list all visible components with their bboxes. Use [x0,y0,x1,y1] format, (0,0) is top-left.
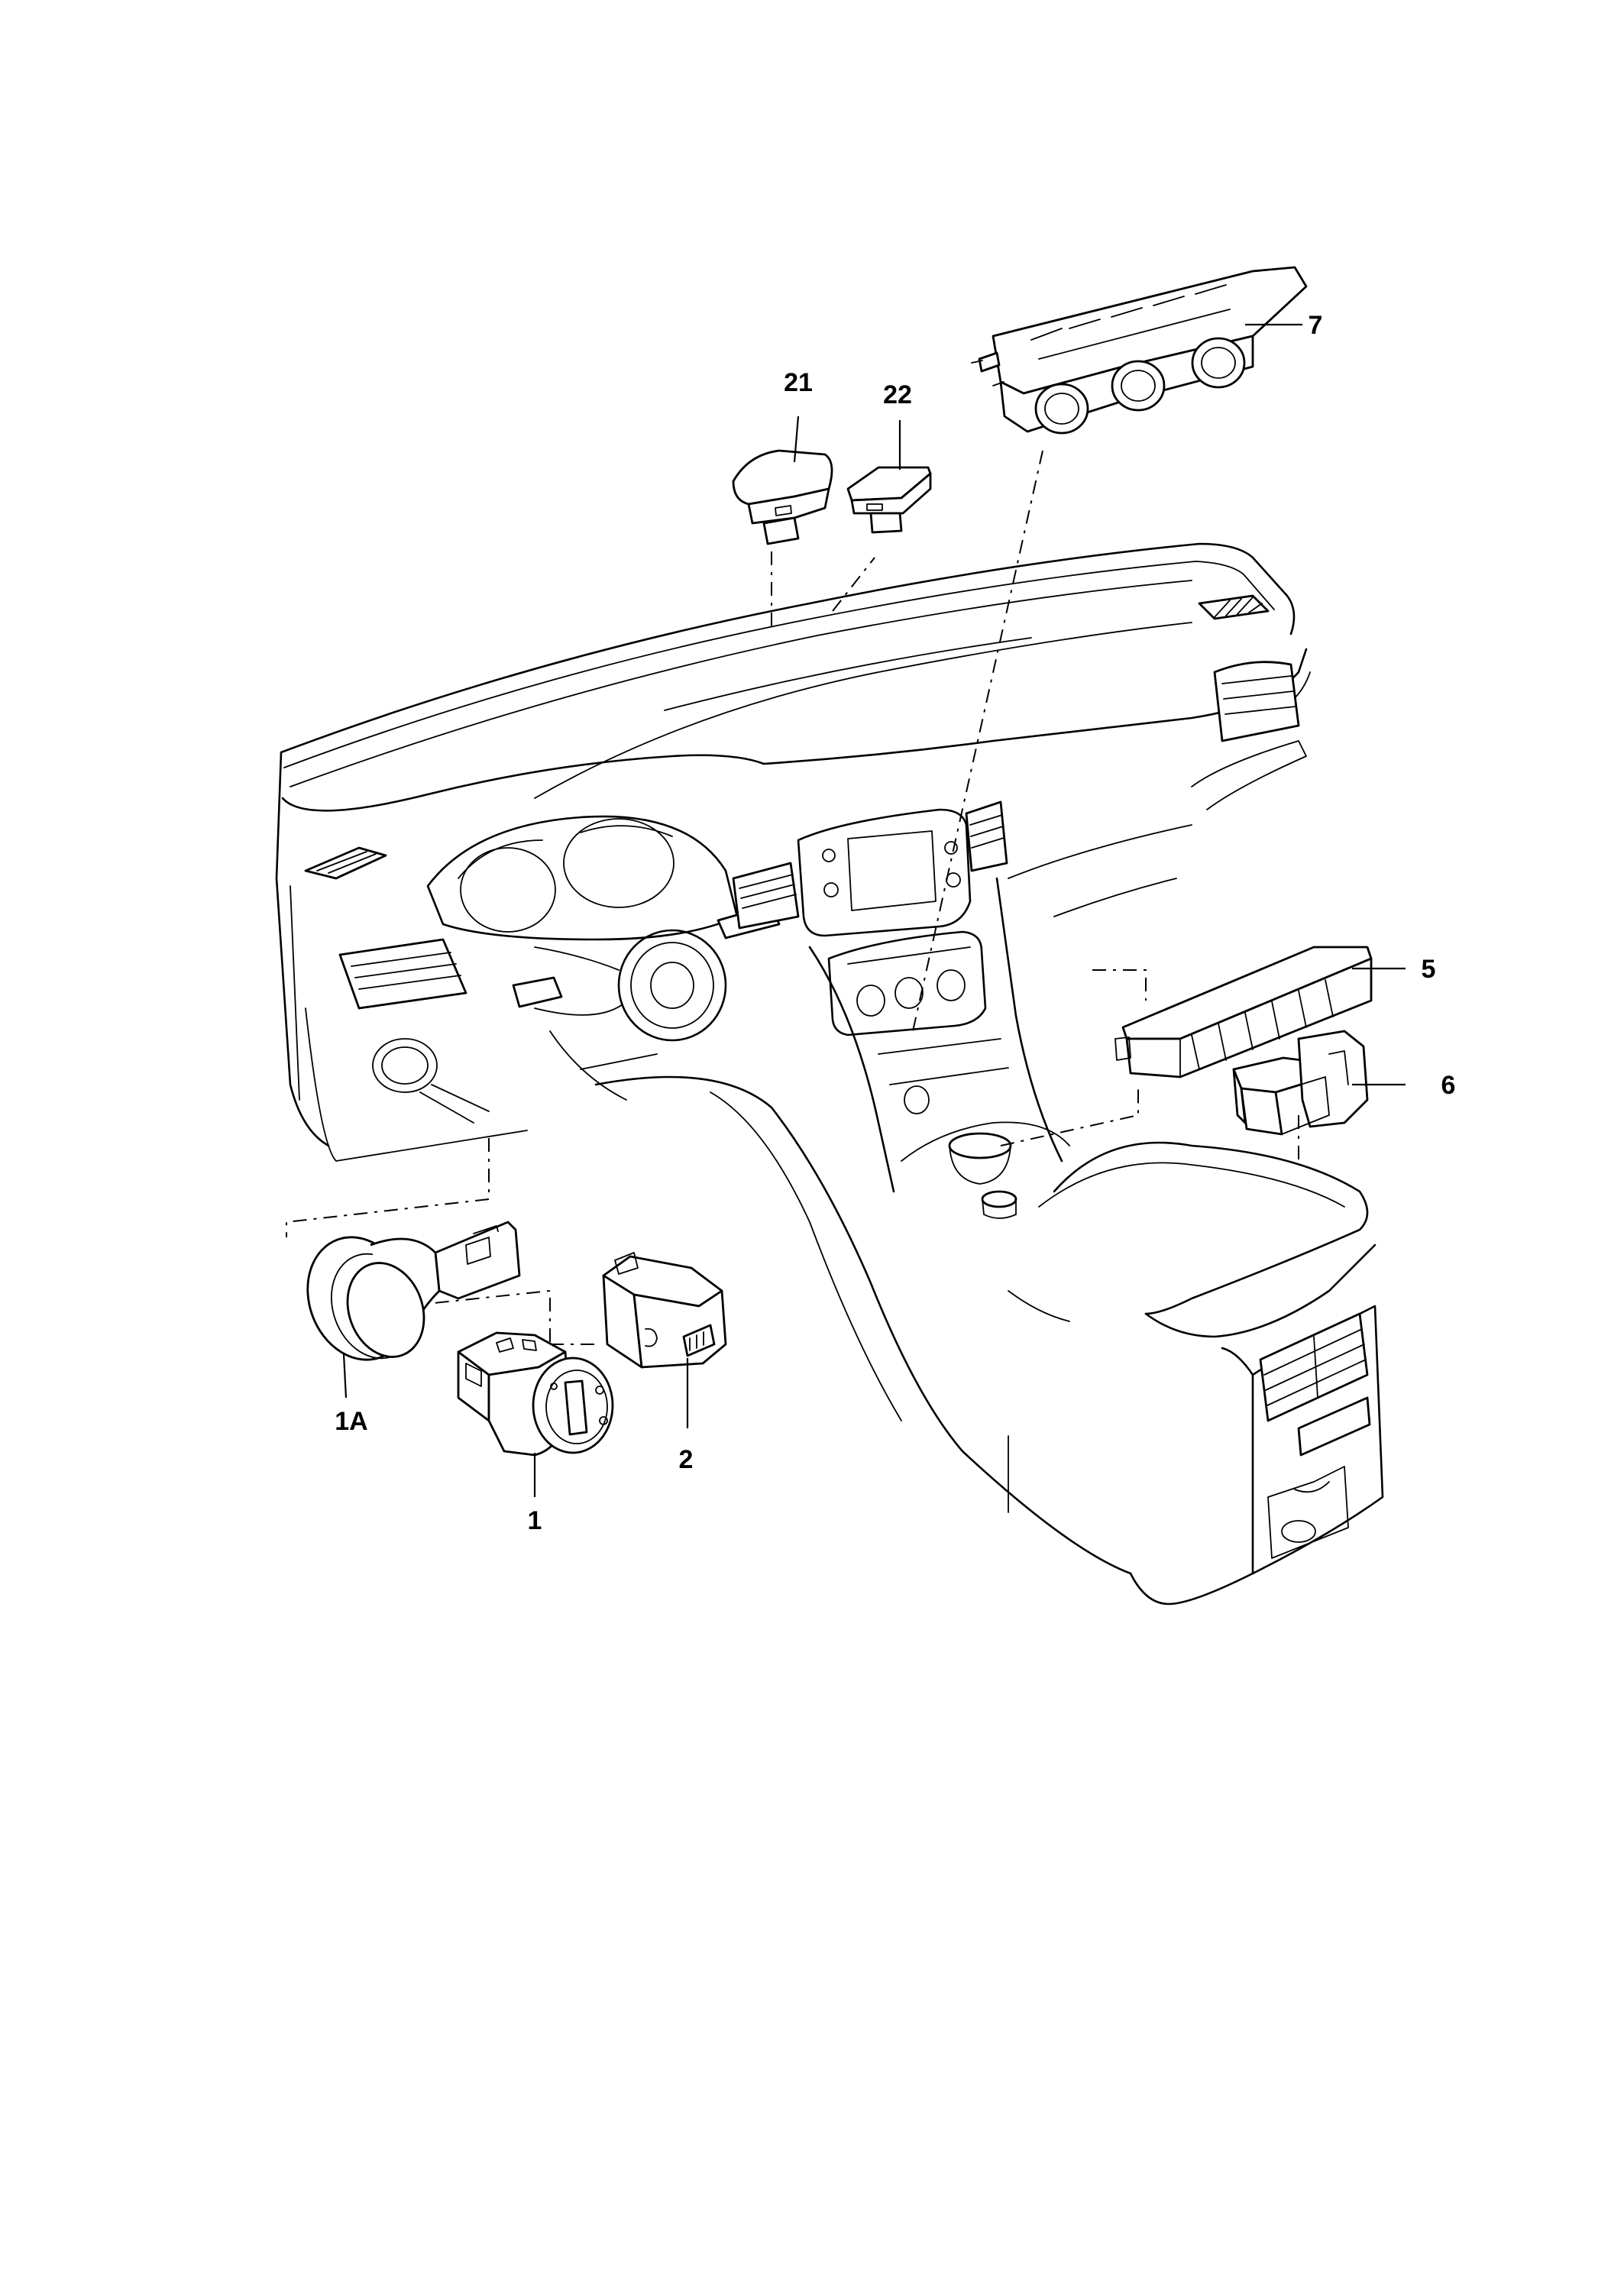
part-2-switch [602,1252,727,1369]
callout-6: 6 [1441,1071,1456,1100]
callout-1a: 1A [335,1407,367,1436]
part-5-switch-bar [1114,946,1373,1078]
callout-5: 5 [1422,955,1436,984]
callout-1: 1 [528,1506,542,1535]
callout-2: 2 [679,1445,694,1474]
part-1-light-switch [457,1331,614,1457]
part-7-climate-control-panel [971,266,1308,435]
callout-22: 22 [883,380,912,409]
callout-21: 21 [784,368,813,397]
assembly-lines [286,450,1299,1345]
part-22-button [846,466,932,534]
part-1a-trim-ring [306,1221,521,1361]
callout-labels: 21 22 7 5 6 1A 1 2 [335,311,1455,1535]
callout-7: 7 [1309,311,1323,340]
part-21-button [732,449,833,545]
part-6-switch [1232,1030,1369,1136]
dashboard-illustration [275,542,1384,1606]
leader-lines [342,323,1406,1497]
